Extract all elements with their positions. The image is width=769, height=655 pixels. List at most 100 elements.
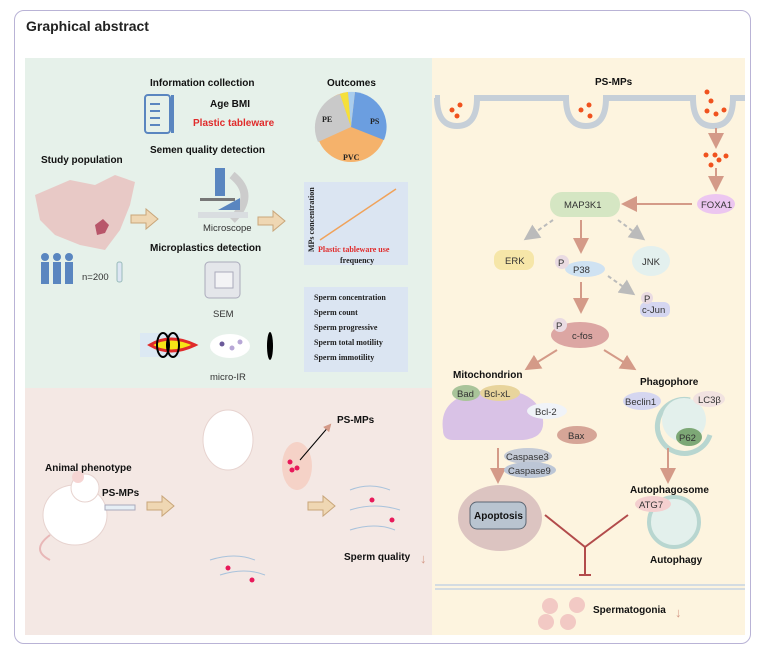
correlation-plot	[304, 182, 408, 265]
syringe-icon	[104, 504, 136, 511]
micro-ir-label: micro-IR	[210, 372, 246, 383]
phospho-badge	[555, 255, 569, 269]
bcl2-label: Bcl-2	[535, 407, 557, 418]
spermatogonia-down-arrow: ↓	[675, 605, 682, 620]
sem-label: SEM	[213, 309, 234, 320]
pie-slice-lightblue	[348, 91, 355, 127]
study-population-label: Study population	[41, 155, 123, 166]
animal-phenotype-label: Animal phenotype	[45, 463, 132, 474]
caspase9-node	[504, 462, 556, 478]
plastic-tableware-label: Plastic tableware	[193, 118, 275, 129]
semen-quality-label: Semen quality detection	[150, 145, 265, 156]
arrow-to-phagophore	[603, 349, 637, 371]
autophagosome-label: Autophagosome	[630, 485, 709, 496]
membrane-divider	[435, 584, 745, 590]
p38-label: P38	[573, 265, 590, 276]
sample-size: n=200	[82, 272, 109, 283]
foxa1-node	[697, 194, 735, 214]
arrow-microscope-to-results	[257, 209, 286, 233]
sperm-param: Sperm progressive	[314, 323, 378, 332]
lc3b-node	[693, 391, 725, 407]
pie-slice-pe	[314, 94, 351, 142]
autophagy-label: Autophagy	[650, 555, 703, 566]
map3k1-node	[550, 192, 620, 217]
mouse-illustration	[39, 471, 108, 561]
mitochondrion-illustration	[442, 389, 544, 440]
p62-label: P62	[679, 433, 696, 444]
sperm-parameters-box	[304, 287, 408, 372]
mouse-testis-illustration	[202, 409, 332, 490]
sperm-cells-illustration	[209, 485, 401, 583]
phagophore-label: Phagophore	[640, 377, 699, 388]
abstract-frame	[14, 10, 751, 644]
jnk-node	[632, 246, 670, 276]
sample-tube-icon	[116, 261, 123, 283]
pie-label-ps: PS	[370, 117, 380, 126]
cjun-label: c-Jun	[642, 305, 665, 316]
cell-membrane	[434, 95, 745, 130]
arrow-map3k1-to-erk	[523, 219, 554, 241]
pie-label-pvc: PVC	[343, 153, 360, 162]
bax-label: Bax	[568, 431, 585, 442]
ps-mps-injection-label: PS-MPs	[102, 488, 140, 499]
china-map	[35, 175, 135, 250]
phospho-badge	[553, 318, 567, 332]
beclin1-label: Beclin1	[625, 397, 656, 408]
ps-mps-title: PS-MPs	[595, 77, 633, 88]
caspase9-label: Caspase9	[508, 466, 551, 477]
microscope-icon	[198, 168, 249, 223]
bad-label: Bad	[457, 389, 474, 400]
clipboard-icon	[144, 94, 174, 134]
beclin1-node	[623, 392, 661, 410]
erk-label: ERK	[505, 256, 525, 267]
p62-node	[676, 428, 702, 446]
arrow-mouse-to-testis	[146, 494, 175, 518]
phospho-label: P	[644, 294, 650, 305]
bad-node	[452, 385, 480, 401]
info-collection-label: Information collection	[150, 78, 254, 89]
pie-label-pe: PE	[322, 115, 332, 124]
region-highlight	[95, 219, 109, 235]
arrow-p38-to-cjun	[607, 275, 636, 296]
sperm-param: Sperm count	[314, 308, 358, 317]
correlation-xlabel-red: Plastic tableware use	[318, 245, 390, 254]
cjun-node	[640, 302, 670, 317]
bcl2-node	[527, 403, 567, 419]
correlation-line	[319, 188, 397, 241]
spermatogonia-label: Spermatogonia	[593, 605, 666, 616]
apoptosis-label: Apoptosis	[474, 511, 523, 522]
pie-slice-ps	[351, 92, 387, 140]
bclxl-node	[480, 385, 520, 401]
arrow-testis-to-sperm	[307, 494, 336, 518]
outcomes-pie-chart: PS PVC PE	[314, 91, 387, 162]
phospho-label: P	[558, 258, 564, 269]
arrow-map3k1-to-jnk	[617, 219, 646, 241]
atg7-label: ATG7	[639, 500, 663, 511]
jnk-label: JNK	[642, 257, 661, 268]
phospho-badge	[641, 292, 653, 304]
correlation-ylabel: MPs concentration	[307, 187, 316, 252]
age-bmi-label: Age BMI	[210, 99, 250, 110]
cfos-label: c-fos	[572, 331, 593, 342]
caspase3-label: Caspase3	[506, 452, 549, 463]
outcomes-label: Outcomes	[327, 78, 376, 89]
sperm-quality-down-arrow: ↓	[420, 551, 427, 566]
microplastics-detection-label: Microplastics detection	[150, 243, 261, 254]
sperm-quality-label: Sperm quality	[344, 552, 411, 563]
ps-mp-particles	[449, 89, 729, 168]
correlation-xlabel: frequency	[340, 256, 374, 265]
micro-ir-icon	[140, 332, 273, 360]
sem-instrument-icon	[204, 261, 241, 299]
pie-slice-yellow	[340, 92, 351, 127]
ps-mps-testis-label: PS-MPs	[337, 415, 375, 426]
phospho-label: P	[556, 321, 562, 332]
arrow-population-to-microscope	[130, 207, 159, 231]
people-icon	[41, 253, 73, 284]
atg7-node	[635, 496, 671, 512]
spermatogonia-cells	[538, 597, 585, 630]
lc3b-label: LC3β	[698, 395, 721, 406]
inhibition-connector	[544, 514, 629, 576]
bax-node	[557, 426, 597, 444]
foxa1-label: FOXA1	[701, 200, 732, 211]
